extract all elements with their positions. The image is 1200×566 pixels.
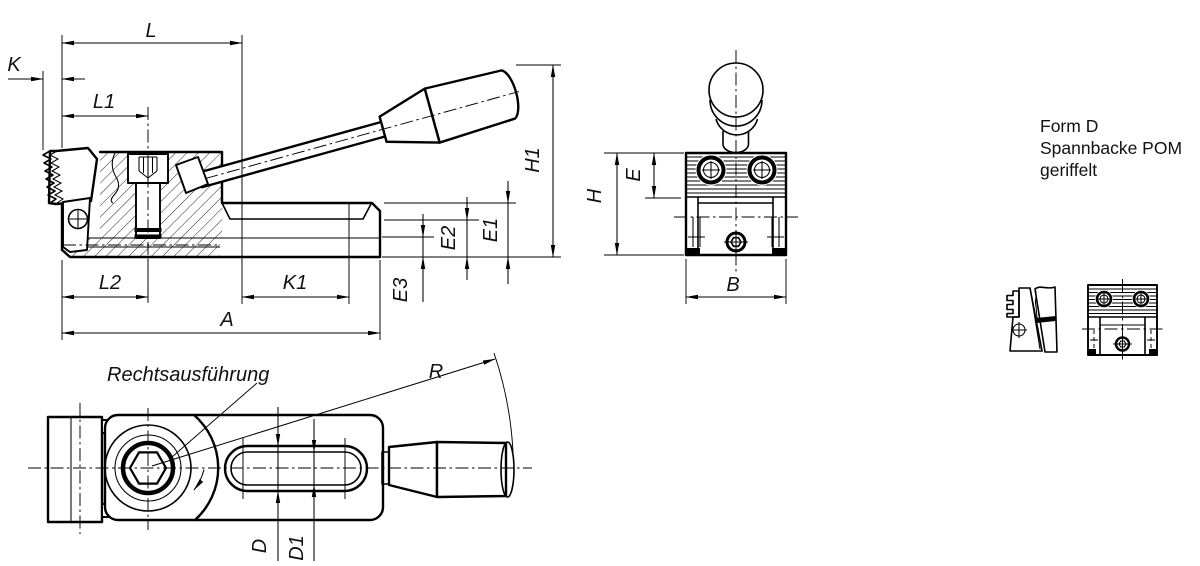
clamp-body-top bbox=[103, 413, 385, 522]
lever-tip bbox=[175, 156, 209, 194]
dim-label-K: K bbox=[7, 54, 22, 76]
annotations: L K L1 L2 K1 A H1 E1 E2 E3 H E B R D D1 … bbox=[7, 20, 1182, 561]
flap-screw-cross bbox=[69, 210, 87, 228]
handle-end-cap bbox=[500, 441, 515, 498]
handle-centerline bbox=[183, 91, 520, 186]
handle-grip bbox=[423, 69, 520, 144]
dim-label-E1: E1 bbox=[480, 218, 502, 242]
note-line-3: geriffelt bbox=[1040, 160, 1097, 180]
handle-cone-top bbox=[387, 440, 439, 499]
flap-screw-icon bbox=[67, 208, 89, 230]
broken-bar bbox=[1034, 286, 1058, 353]
section-break-band bbox=[1036, 316, 1056, 323]
jaw-serration bbox=[48, 150, 65, 204]
dim-line-R bbox=[151, 358, 496, 467]
pivot-boss-arc bbox=[192, 413, 220, 522]
detail-view-jaw-front bbox=[1082, 279, 1163, 362]
dim-label-R: R bbox=[429, 361, 443, 383]
section-hatch bbox=[100, 203, 222, 238]
knob-ring bbox=[715, 118, 759, 136]
dim-label-L2: L2 bbox=[99, 272, 121, 294]
corner-section bbox=[772, 248, 786, 255]
dim-label-D1: D1 bbox=[286, 535, 308, 561]
clamp-lever bbox=[183, 69, 520, 189]
dim-label-E3: E3 bbox=[390, 278, 412, 302]
dim-label-L: L bbox=[145, 20, 156, 42]
front-view bbox=[604, 50, 798, 304]
jaw-top bbox=[46, 415, 104, 524]
dim-label-E2: E2 bbox=[438, 226, 460, 250]
note-line-1: Form D bbox=[1040, 116, 1098, 136]
top-view bbox=[28, 352, 532, 561]
slot-outer bbox=[223, 444, 369, 493]
cast-boundary-line bbox=[110, 152, 120, 204]
dim-label-B: B bbox=[726, 274, 739, 296]
note-line-2: Spannbacke POM bbox=[1040, 138, 1182, 158]
corner-section bbox=[1149, 349, 1157, 355]
plate-step-line bbox=[221, 202, 372, 220]
dim-label-A: A bbox=[219, 309, 233, 331]
dim-label-H1: H1 bbox=[522, 147, 544, 173]
variant-label: Rechtsausführung bbox=[107, 364, 269, 386]
dim-label-D: D bbox=[249, 539, 271, 553]
dim-label-L1: L1 bbox=[93, 91, 115, 113]
jaw-serration bbox=[42, 150, 57, 204]
jaw-teeth-profile bbox=[1006, 290, 1020, 318]
rotation-arrow bbox=[193, 469, 205, 491]
swing-arc bbox=[493, 352, 514, 453]
dim-label-K1: K1 bbox=[283, 272, 307, 294]
side-view bbox=[8, 35, 561, 340]
dim-label-E: E bbox=[623, 168, 645, 182]
detail-view-jaw-side bbox=[1006, 286, 1058, 353]
slot-inner bbox=[230, 451, 362, 486]
dim-label-H: H bbox=[584, 188, 606, 203]
corner-section bbox=[686, 248, 700, 255]
corner-section bbox=[1088, 349, 1096, 355]
handle-grip-top bbox=[435, 440, 508, 499]
leader-line bbox=[171, 382, 258, 458]
